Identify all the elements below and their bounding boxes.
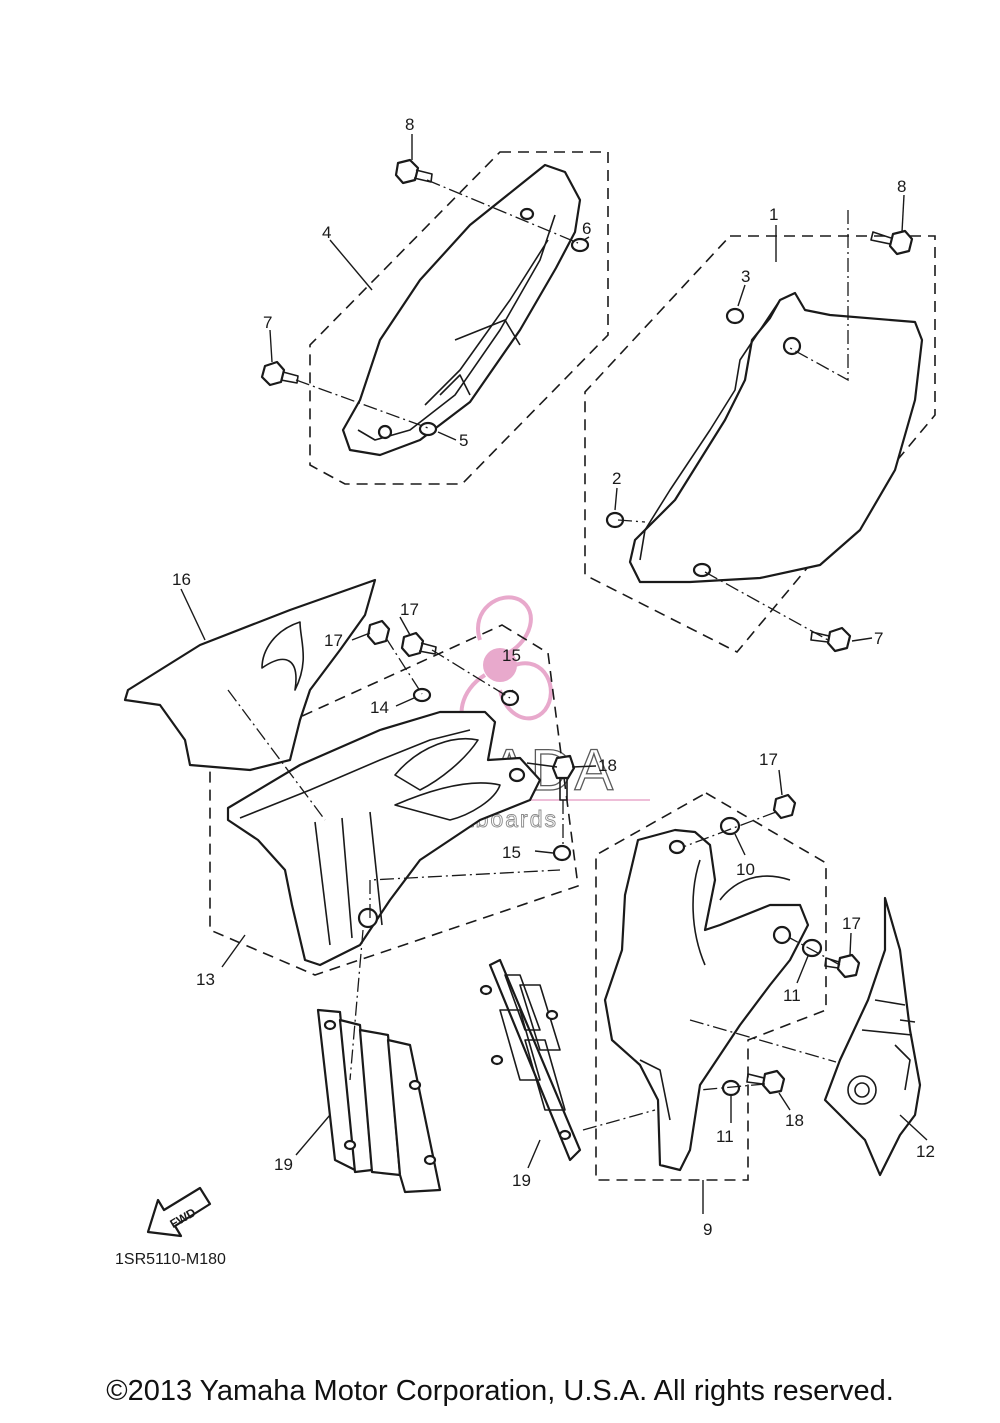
callout-17-c: 17 [759, 750, 778, 769]
part-8-bolt-right [870, 229, 914, 256]
group-box-part-9 [595, 792, 827, 1181]
part-7-bolt-right [810, 626, 852, 653]
leader-18-top [571, 765, 597, 768]
part-1-side-cover [628, 291, 924, 584]
part-7-bolt-left [260, 360, 299, 387]
part-16-decal [123, 578, 377, 772]
part-19-louver-right [479, 958, 582, 1162]
callout-11-top: 11 [783, 986, 801, 1005]
fwd-arrow-icon: FWD [146, 1186, 212, 1238]
callout-11-bottom: 11 [716, 1127, 734, 1146]
drawing-code: 1SR5110-M180 [115, 1251, 226, 1268]
part-14-grommet [412, 687, 432, 703]
callout-8-right: 8 [897, 177, 906, 196]
copyright-notice: ©2013 Yamaha Motor Corporation, U.S.A. A… [106, 1375, 894, 1407]
callout-17-d: 17 [842, 914, 861, 933]
watermark-blade-right [498, 661, 553, 721]
callout-19-left: 19 [274, 1155, 293, 1174]
part-8-bolt-top [394, 158, 433, 185]
callout-7-left: 7 [263, 313, 272, 332]
part-15-collar-bottom [552, 844, 572, 862]
callout-5: 5 [459, 431, 468, 450]
group-box-part-1 [584, 235, 936, 654]
callout-10: 10 [736, 860, 755, 879]
watermark-blade-top [476, 595, 533, 654]
callout-numbers: 8 4 6 7 5 1 3 8 2 7 16 17 17 14 15 18 15… [172, 115, 935, 1239]
leader-lines [180, 134, 928, 1214]
part-4-side-cover-bracket [341, 163, 582, 457]
part-17-bolt-d [824, 953, 861, 979]
part-19-louver-left [316, 1008, 442, 1194]
part-11-grommet-bottom [721, 1079, 741, 1097]
watermark-hub [483, 648, 517, 682]
callout-19-right: 19 [512, 1171, 531, 1190]
callout-18-bottom: 18 [785, 1111, 804, 1130]
part-13-shroud [226, 710, 542, 967]
part-5-collar [418, 421, 438, 437]
part-9-radiator-cover [603, 828, 810, 1172]
callout-6: 6 [582, 219, 591, 238]
part-17-bolt-a [366, 619, 391, 646]
part-17-bolt-c [772, 793, 797, 820]
part-18-screw-bottom [746, 1069, 786, 1095]
assembly-lines [227, 179, 849, 1131]
callout-1: 1 [769, 205, 778, 224]
callout-8-top: 8 [405, 115, 414, 134]
callout-15-bottom: 15 [502, 843, 521, 862]
callout-16: 16 [172, 570, 191, 589]
callout-2: 2 [612, 469, 621, 488]
part-3-grommet [725, 307, 745, 325]
callout-9: 9 [703, 1220, 712, 1239]
part-10-grommet [719, 816, 741, 836]
callout-3: 3 [741, 267, 750, 286]
part-6-collar [570, 237, 590, 253]
callout-14: 14 [370, 698, 389, 717]
group-box-part-4 [309, 151, 609, 485]
callout-7-right: 7 [874, 629, 883, 648]
callout-15-top: 15 [502, 646, 521, 665]
callout-4: 4 [322, 223, 331, 242]
callout-18-top: 18 [598, 756, 617, 775]
part-17-bolt-b [400, 631, 437, 658]
callout-17-a: 17 [400, 600, 419, 619]
callout-13: 13 [196, 970, 215, 989]
callout-17-b: 17 [324, 631, 343, 650]
callout-12: 12 [916, 1142, 935, 1161]
part-12-graphic-decal [823, 896, 922, 1177]
